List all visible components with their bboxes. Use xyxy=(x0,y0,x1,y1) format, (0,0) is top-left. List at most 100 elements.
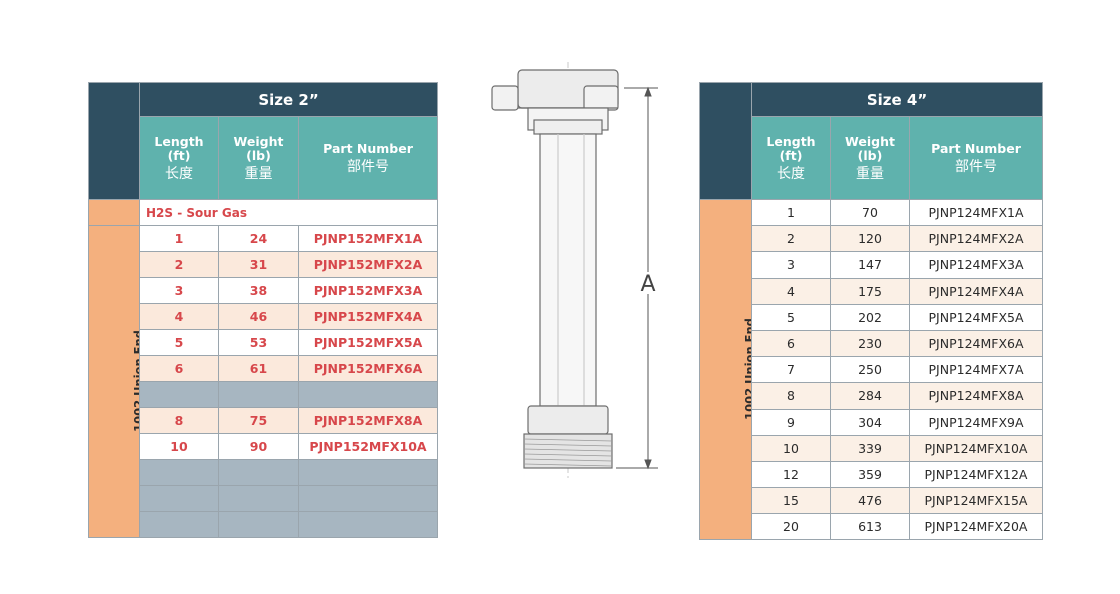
cell-length: 10 xyxy=(751,434,831,462)
cell-part: PJNP152MFX8A xyxy=(297,407,439,434)
cell-weight: 61 xyxy=(218,355,299,382)
header-length-zh: 长度 xyxy=(777,166,805,182)
cell-weight: 147 xyxy=(830,251,910,279)
header-length: Length (ft) 长度 xyxy=(139,116,219,200)
cell-weight: 24 xyxy=(218,225,299,252)
cell-weight: 120 xyxy=(830,225,910,253)
header-length-zh: 长度 xyxy=(165,166,193,182)
header-part-number: Part Number 部件号 xyxy=(297,116,439,200)
header-length-en: Length (ft) xyxy=(154,134,204,163)
cell-part: PJNP124MFX10A xyxy=(908,434,1044,462)
cell-weight: 46 xyxy=(218,303,299,330)
cell-part: PJNP124MFX2A xyxy=(908,225,1044,253)
cell-length: 15 xyxy=(751,487,831,515)
cell-part: PJNP152MFX3A xyxy=(297,277,439,304)
cell-part xyxy=(297,381,439,408)
cell-length: 6 xyxy=(751,329,831,358)
cell-weight: 339 xyxy=(830,434,910,462)
header-part-number: Part Number 部件号 xyxy=(908,116,1044,200)
cell-part xyxy=(297,485,439,512)
header-weight-zh: 重量 xyxy=(856,166,884,182)
table-row xyxy=(89,485,439,512)
header-weight: Weight (lb) 重量 xyxy=(218,116,299,200)
cell-weight: 90 xyxy=(218,433,299,460)
side-label-line1: 1002 Union End xyxy=(131,330,140,432)
cell-weight: 31 xyxy=(218,251,299,278)
cell-length: 7 xyxy=(751,356,831,384)
cell-part: PJNP124MFX5A xyxy=(908,303,1044,331)
cell-length: 4 xyxy=(139,303,219,330)
cell-weight: 230 xyxy=(830,329,910,358)
cell-weight: 284 xyxy=(830,382,910,410)
side-label-cell: 1002 Union EndCWP =10,000 PSI xyxy=(699,198,752,541)
cell-length: 3 xyxy=(139,277,219,304)
cell-part: PJNP152MFX2A xyxy=(297,251,439,278)
header-length: Length (ft) 长度 xyxy=(751,116,831,200)
group-side-cell xyxy=(88,199,140,226)
cell-part: PJNP124MFX6A xyxy=(908,329,1044,358)
side-label: 1002 Union EndCWP =10,000 PSI xyxy=(131,325,140,438)
cell-length xyxy=(139,459,219,486)
cell-weight: 476 xyxy=(830,487,910,515)
cell-length xyxy=(139,381,219,408)
corner-cell xyxy=(88,82,140,200)
dimension-label: A xyxy=(640,272,655,297)
cell-length: 10 xyxy=(139,433,219,460)
cell-part: PJNP124MFX4A xyxy=(908,277,1044,305)
cell-part: PJNP124MFX3A xyxy=(908,251,1044,279)
cell-part xyxy=(297,511,439,538)
cell-part: PJNP124MFX15A xyxy=(908,487,1044,515)
pipe-drawing: A xyxy=(491,62,662,478)
cell-length: 8 xyxy=(751,382,831,410)
table-row xyxy=(89,511,439,538)
side-label-cell: 1002 Union EndCWP =10,000 PSI xyxy=(88,225,140,538)
table-row xyxy=(89,381,439,408)
cell-length xyxy=(139,485,219,512)
header-part-zh: 部件号 xyxy=(347,159,389,175)
cell-length: 1 xyxy=(139,225,219,252)
cell-length: 4 xyxy=(751,277,831,305)
header-part-en: Part Number xyxy=(931,141,1021,156)
cell-weight: 75 xyxy=(218,407,299,434)
cell-length: 8 xyxy=(139,407,219,434)
cell-part: PJNP152MFX10A xyxy=(297,433,439,460)
cell-weight: 304 xyxy=(830,408,910,436)
cell-weight: 613 xyxy=(830,513,910,541)
cell-weight xyxy=(218,485,299,512)
cell-part xyxy=(297,459,439,486)
cell-length: 1 xyxy=(751,198,831,227)
cell-length: 6 xyxy=(139,355,219,382)
corner-cell xyxy=(699,82,752,200)
cell-weight: 359 xyxy=(830,460,910,489)
table-title: Size 2” xyxy=(138,82,439,117)
cell-length: 5 xyxy=(139,329,219,356)
header-part-en: Part Number xyxy=(323,141,413,156)
cell-part: PJNP124MFX12A xyxy=(908,460,1044,489)
header-weight: Weight (lb) 重量 xyxy=(830,116,910,200)
cell-part: PJNP124MFX8A xyxy=(908,382,1044,410)
side-label: 1002 Union EndCWP =10,000 PSI xyxy=(742,313,750,426)
group-label: H2S - Sour Gas xyxy=(138,199,439,226)
cell-weight: 202 xyxy=(830,303,910,331)
table-row: 1002 Union EndCWP =10,000 PSI124PJNP152M… xyxy=(88,225,439,538)
size-2in-table: Size 2” Length (ft) 长度 Weight (lb) 重量 Pa… xyxy=(88,82,439,538)
cell-part: PJNP152MFX5A xyxy=(297,329,439,356)
table-row: 1002 Union EndCWP =10,000 PSI170PJNP124M… xyxy=(699,198,1044,541)
cell-part: PJNP152MFX1A xyxy=(297,225,439,252)
cell-weight: 175 xyxy=(830,277,910,305)
header-weight-en: Weight (lb) xyxy=(845,134,895,163)
cell-length: 2 xyxy=(139,251,219,278)
cell-weight xyxy=(218,511,299,538)
table-title: Size 4” xyxy=(750,82,1044,117)
